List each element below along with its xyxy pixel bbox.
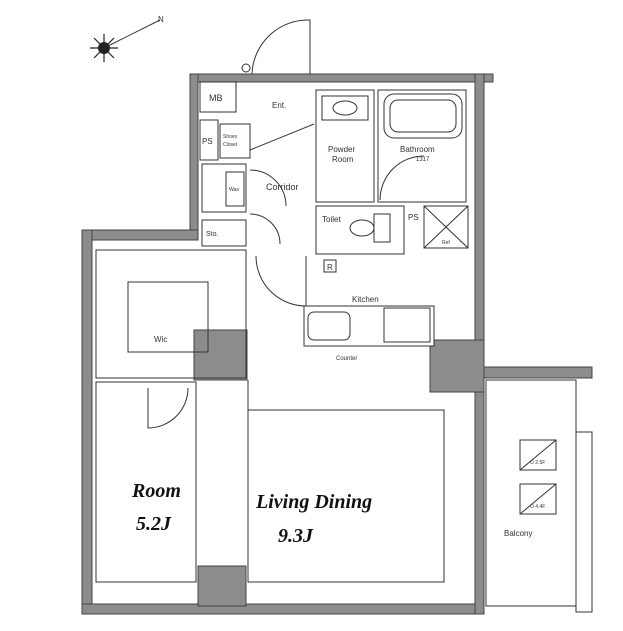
r-mark: R [327,263,333,272]
mb-label: MB [209,93,223,103]
balcony-rail [575,431,593,613]
sto-label: Sto. [206,231,219,238]
outer-walls [81,73,593,615]
room [95,381,197,583]
balcony-label: Balcony [504,529,532,538]
powder-label: Powder [328,145,355,154]
shoes-label-2: Closet [223,142,238,148]
ps-left-box [199,119,219,161]
bathroom-size: 1317 [416,157,430,163]
entrance-label: Ent. [272,101,286,110]
ps-left-label: PS [202,137,213,146]
outdoor-unit-1: O 2.5F [519,439,557,471]
bathroom-door-swing [379,155,425,201]
north-mark: N [158,15,164,24]
corridor-door-swing-2 [249,213,281,245]
room-door-swing [147,387,189,429]
wic-inner [127,281,209,353]
kitchen-stove [383,307,431,343]
kitchen-door-swing [255,255,307,307]
storage-box [201,219,247,247]
room-label: Room [131,480,181,502]
ent-partition [249,123,315,151]
toilet-room [315,205,405,255]
powder-basin [332,100,358,116]
powder-room [315,89,375,203]
ref-cross-2 [423,205,469,249]
bathroom-label: Bathroom [400,145,435,154]
toilet-label: Toilet [322,215,341,224]
ref-label: Ref [442,240,450,246]
entrance-door [241,19,311,75]
mb-box [199,81,237,113]
wash-label: Was [229,187,239,193]
bathtub-inner [389,99,457,133]
room-size: 5.2J [136,513,172,535]
shoes-closet [219,123,251,159]
outdoor-unit-1-label: O 2.5F [530,460,545,466]
powder-label-2: Room [332,155,354,164]
toilet-bowl [349,219,375,237]
toilet-tank [373,213,391,243]
r-mark-box [323,259,337,273]
outdoor-unit-2: O 4.4F [519,483,557,515]
outdoor-unit-2-label: O 4.4F [530,504,545,510]
counter-label: Counter [336,356,357,362]
washer-unit [225,171,245,207]
ps-right-label: PS [408,213,419,222]
corridor-door-swing [249,169,287,207]
living-size: 9.3J [278,525,314,547]
living-label: Living Dining [255,491,372,513]
kitchen-sink [307,311,351,341]
bathroom [377,89,467,203]
shoes-label: Shoes [223,134,238,140]
compass-rose-icon: N [90,15,164,62]
wic [95,249,247,379]
wic-label: Wic [154,335,167,344]
corridor-label: Corridor [266,182,299,192]
kitchen-label: Kitchen [352,295,379,304]
